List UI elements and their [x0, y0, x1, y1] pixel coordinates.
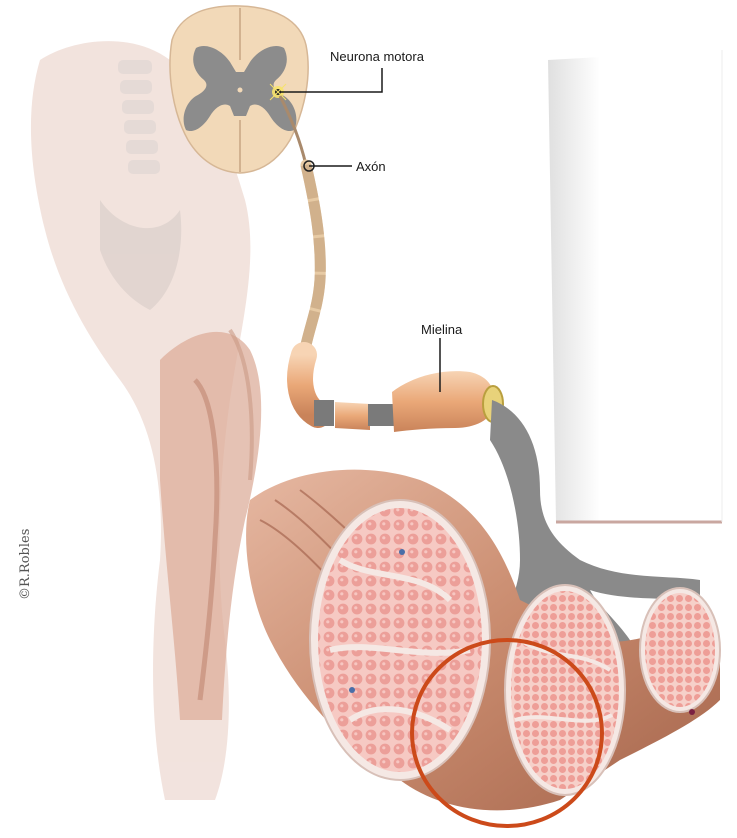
magnified-panel	[548, 50, 722, 522]
label-axon: Axón	[356, 159, 386, 174]
label-myelin: Mielina	[421, 322, 462, 337]
muscle-cross-section-small	[640, 588, 720, 715]
myelin-sheath	[300, 355, 503, 432]
label-motor-neuron: Neurona motora	[330, 49, 424, 64]
muscle-cross-section-medium	[505, 585, 625, 795]
author-credit: ©R.Robles	[18, 529, 33, 600]
muscle-cross-section-large	[310, 500, 490, 780]
